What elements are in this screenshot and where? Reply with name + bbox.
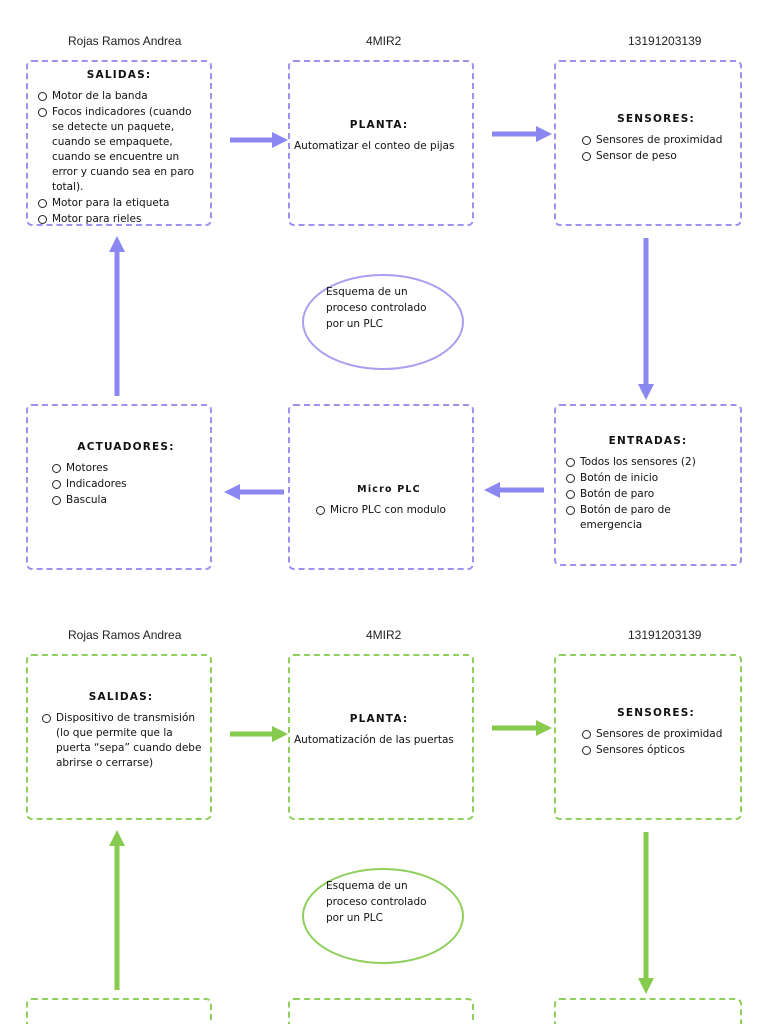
list-item: Sensores ópticos <box>580 743 732 758</box>
list-item: Micro PLC con modulo <box>314 503 464 518</box>
entradas-box <box>554 998 742 1024</box>
list-item: Motor para la etiqueta <box>36 196 202 211</box>
center-label-line: Esquema de un <box>326 286 408 298</box>
entradas-title: ENTRADAS: <box>608 435 688 447</box>
group-code: 4MIR2 <box>366 628 402 642</box>
sensores-box: SENSORES: Sensores de proximidad Sensor … <box>554 60 742 226</box>
actuadores-list: Motores Indicadores Bascula <box>50 461 202 508</box>
salidas-title: SALIDAS: <box>88 691 154 703</box>
micro-plc-list: Micro PLC con modulo <box>314 503 464 518</box>
planta-title: PLANTA: <box>349 119 409 131</box>
planta-text: Automatización de las puertas <box>294 734 454 746</box>
center-oval <box>302 868 464 964</box>
salidas-box: SALIDAS: Dispositivo de transmisión (lo … <box>26 654 212 820</box>
center-label-line: Esquema de un <box>326 880 408 892</box>
author-name: Rojas Ramos Andrea <box>68 34 182 48</box>
micro-plc-box <box>288 998 474 1024</box>
list-item: Sensores de proximidad <box>580 133 732 148</box>
planta-text: Automatizar el conteo de pijas <box>294 140 455 152</box>
center-label-line: por un PLC <box>326 912 383 924</box>
planta-title: PLANTA: <box>349 713 409 725</box>
diagram-page-1: Rojas Ramos Andrea 4MIR2 13191203139 SAL… <box>26 34 742 570</box>
list-item: Sensores de proximidad <box>580 727 732 742</box>
center-label-line: proceso controlado <box>326 896 427 908</box>
center-label-line: proceso controlado <box>326 302 427 314</box>
actuadores-box: ACTUADORES: Motores Indicadores Bascula <box>26 404 212 570</box>
diagram-page-2: Rojas Ramos Andrea 4MIR2 13191203139 SAL… <box>0 594 768 1024</box>
list-item: Motores <box>50 461 202 476</box>
list-item: Motor de la banda <box>36 89 202 104</box>
student-id: 13191203139 <box>628 34 702 48</box>
salidas-list: Dispositivo de transmisión (lo que permi… <box>40 711 202 771</box>
salidas-box: SALIDAS: Motor de la banda Focos indicad… <box>26 60 212 226</box>
list-item: Botón de paro <box>564 487 732 502</box>
list-item: Focos indicadores (cuando se detecte un … <box>36 105 202 195</box>
planta-box: PLANTA: Automatización de las puertas <box>288 654 474 820</box>
center-oval <box>302 274 464 370</box>
actuadores-box <box>26 998 212 1024</box>
center-label-line: por un PLC <box>326 318 383 330</box>
sensores-title: SENSORES: <box>617 707 695 719</box>
list-item: Sensor de peso <box>580 149 732 164</box>
micro-plc-box: Micro PLC Micro PLC con modulo <box>288 404 474 570</box>
micro-plc-title: Micro PLC <box>357 484 421 495</box>
salidas-list: Motor de la banda Focos indicadores (cua… <box>36 89 202 227</box>
entradas-box: ENTRADAS: Todos los sensores (2) Botón d… <box>554 404 742 566</box>
list-item: Motor para rieles <box>36 212 202 227</box>
center-label: Esquema de un proceso controlado por un … <box>326 878 427 926</box>
list-item: Bascula <box>50 493 202 508</box>
author-name: Rojas Ramos Andrea <box>68 628 182 642</box>
list-item: Dispositivo de transmisión (lo que permi… <box>40 711 202 771</box>
flow-arrows <box>108 125 655 501</box>
list-item: Botón de inicio <box>564 471 732 486</box>
group-code: 4MIR2 <box>366 34 402 48</box>
flow-arrows <box>108 719 655 995</box>
planta-box: PLANTA: Automatizar el conteo de pijas <box>288 60 474 226</box>
sensores-title: SENSORES: <box>617 113 695 125</box>
sensores-list: Sensores de proximidad Sensores ópticos <box>580 727 732 758</box>
list-item: Botón de paro de emergencia <box>564 503 732 533</box>
salidas-title: SALIDAS: <box>86 69 152 81</box>
center-label: Esquema de un proceso controlado por un … <box>326 284 427 332</box>
list-item: Todos los sensores (2) <box>564 455 732 470</box>
student-id: 13191203139 <box>628 628 702 642</box>
sensores-list: Sensores de proximidad Sensor de peso <box>580 133 732 164</box>
actuadores-title: ACTUADORES: <box>77 441 175 453</box>
entradas-list: Todos los sensores (2) Botón de inicio B… <box>564 455 732 533</box>
list-item: Indicadores <box>50 477 202 492</box>
sensores-box: SENSORES: Sensores de proximidad Sensore… <box>554 654 742 820</box>
